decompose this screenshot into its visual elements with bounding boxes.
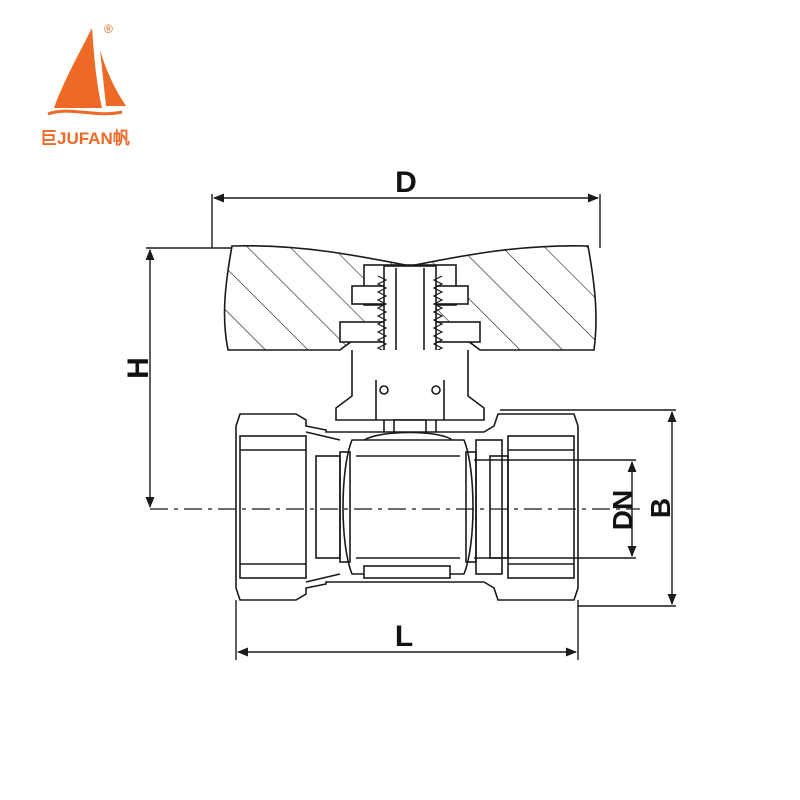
ball [342, 439, 474, 575]
dim-L-lines [235, 600, 579, 660]
dim-H-label: H [122, 357, 155, 379]
dim-D-label: D [395, 166, 417, 199]
dim-B-lines [500, 409, 677, 607]
registered-mark: ® [104, 22, 113, 36]
brand-name: 巨JUFAN帆 [40, 129, 130, 148]
dim-B-label: B [645, 498, 676, 518]
bonnet [335, 350, 485, 421]
sail-logo-icon [47, 28, 126, 116]
dim-D-lines [211, 193, 601, 248]
brand-logo: ® [40, 22, 150, 147]
dim-DN-lines [474, 459, 637, 559]
dim-L-label: L [395, 620, 413, 653]
valve-outline [223, 244, 597, 601]
dim-DN-label: DN [607, 490, 638, 530]
left-port [239, 435, 307, 579]
dim-H-lines [145, 247, 232, 509]
stem-thread [376, 275, 444, 361]
